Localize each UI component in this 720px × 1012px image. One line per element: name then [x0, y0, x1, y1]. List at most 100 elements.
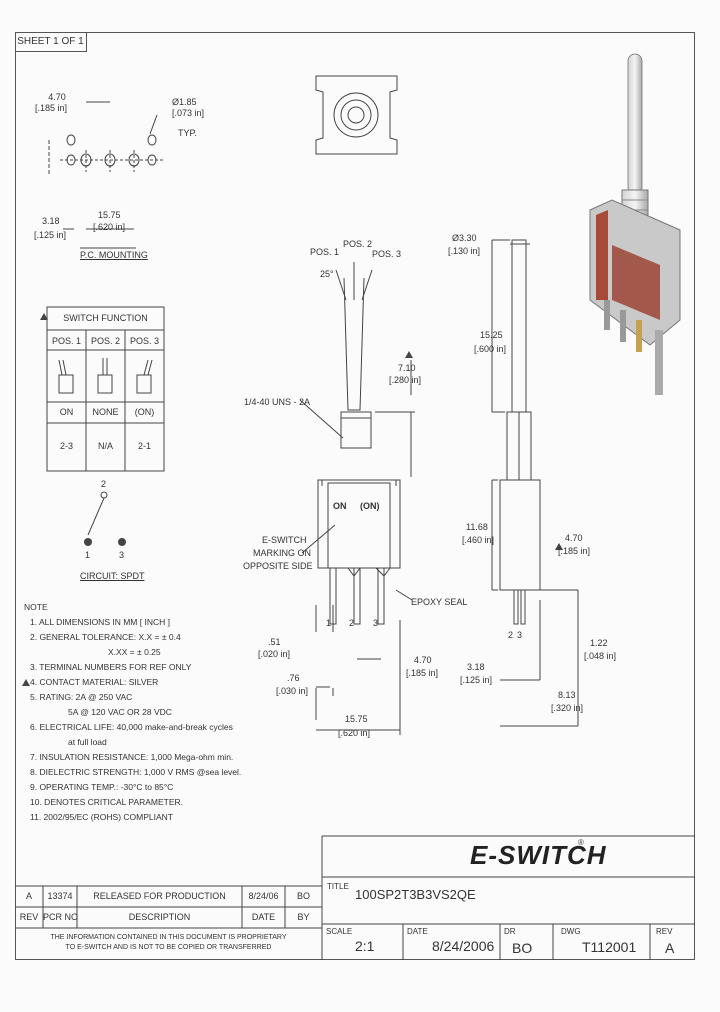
note-9: 9. OPERATING TEMP.: -30°C to 85°C [30, 782, 174, 792]
sv-d122: 1.22 [590, 638, 608, 648]
switch-function-title: SWITCH FUNCTION [63, 313, 148, 323]
note-2: 2. GENERAL TOLERANCE: X.X = ± 0.4 [30, 632, 181, 642]
sf-terminal-1: 2-3 [59, 441, 73, 451]
scale-value: 2:1 [355, 938, 375, 954]
note-6b: at full load [68, 737, 107, 747]
rev-label: REV [656, 927, 673, 936]
disclaimer-1: THE INFORMATION CONTAINED IN THIS DOCUME… [50, 934, 287, 941]
dr-value: BO [512, 940, 533, 956]
pc-dim-hole-note: TYP. [178, 128, 197, 138]
fv-t2: 2 [349, 618, 355, 628]
sv-d813-in: [.320 in] [551, 703, 584, 713]
fv-epoxy: EPOXY SEAL [411, 597, 468, 607]
sf-terminal-2: N/A [97, 441, 113, 451]
side-view [491, 239, 579, 727]
sv-d1168: 11.68 [466, 522, 488, 532]
title-label: TITLE [327, 882, 349, 891]
rev-header-desc: DESCRIPTION [128, 912, 191, 922]
note-8: 8. DIELECTRIC STRENGTH: 1,000 V RMS @sea… [30, 767, 242, 777]
fv-d51: .51 [268, 637, 281, 647]
rev-header-by: BY [297, 912, 310, 922]
sf-function-3: (ON) [134, 407, 155, 417]
note-6: 6. ELECTRICAL LIFE: 40,000 make-and-brea… [30, 722, 233, 732]
sv-d1525-in: [.600 in] [474, 344, 507, 354]
scale-label: SCALE [326, 927, 353, 936]
fv-marking-2: MARKING ON [253, 548, 312, 558]
sf-function-1: ON [59, 407, 74, 417]
sv-d1525: 15.25 [480, 330, 503, 340]
fv-d76: .76 [287, 673, 300, 683]
pc-dim-bottom-in: [.620 in] [93, 222, 126, 232]
pc-mounting-holes [48, 101, 165, 249]
note-11: 11. 2002/95/EC (ROHS) COMPLIANT [30, 812, 173, 822]
critical-markers [22, 313, 563, 686]
fv-d470: 4.70 [414, 655, 432, 665]
pc-dim-top: 4.70 [48, 92, 66, 102]
pc-dim-bottom: 15.75 [98, 210, 121, 220]
disclaimer-2: TO E-SWITCH AND IS NOT TO BE COPIED OR T… [65, 944, 272, 951]
fv-pos3: POS. 3 [372, 249, 402, 259]
sv-t3: 3 [517, 630, 523, 640]
pc-dim-top-in: [.185 in] [35, 103, 68, 113]
sv-t2: 2 [508, 630, 514, 640]
fv-marking-3: OPPOSITE SIDE [243, 561, 313, 571]
circuit-terminal-3: 3 [119, 550, 125, 560]
date-value: 8/24/2006 [432, 938, 495, 954]
fv-pos1: POS. 1 [310, 247, 340, 257]
rev-value: A [665, 940, 675, 956]
title-block-lines [15, 835, 695, 960]
note-2b: X.XX = ± 0.25 [108, 647, 161, 657]
brand-logo: E-SWITCH [470, 840, 607, 870]
fv-d470-in: [.185 in] [406, 668, 439, 678]
pc-dim-hole-in: [.073 in] [172, 108, 205, 118]
fv-d51-in: [.020 in] [258, 649, 291, 659]
note-heading: NOTE [24, 602, 48, 612]
top-view [315, 75, 398, 155]
note-4: 4. CONTACT MATERIAL: SILVER [30, 677, 159, 687]
dr-label: DR [504, 927, 516, 936]
dwg-label: DWG [561, 927, 581, 936]
sf-header-3: POS. 3 [129, 336, 159, 346]
pc-dim-left-in: [.125 in] [34, 230, 67, 240]
note-1: 1. ALL DIMENSIONS IN MM [ INCH ] [30, 617, 170, 627]
pc-dim-hole: Ø1.85 [172, 97, 197, 107]
sheet-number: SHEET 1 OF 1 [15, 32, 87, 52]
fv-face-on: ON [333, 501, 347, 511]
fv-thread: 1/4-40 UNS - 2A [244, 397, 311, 407]
title-value: 100SP2T3B3VS2QE [355, 887, 476, 902]
fv-angle: 25° [320, 269, 334, 279]
pc-dim-left: 3.18 [42, 216, 60, 226]
rev-row-date: 8/24/06 [248, 891, 279, 901]
sv-d813: 8.13 [558, 690, 576, 700]
circuit-diagram [84, 491, 126, 546]
fv-face-onm: (ON) [360, 501, 380, 511]
note-10: 10. DENOTES CRITICAL PARAMETER. [30, 797, 184, 807]
front-view [299, 262, 415, 735]
sf-function-2: NONE [92, 407, 119, 417]
sv-d1168-in: [.460 in] [462, 535, 495, 545]
sv-dia: Ø3.30 [452, 233, 477, 243]
rev-row-pcr: 13374 [47, 891, 73, 901]
note-5b: 5A @ 120 VAC OR 28 VDC [68, 707, 172, 717]
drawing-frame [15, 32, 695, 960]
fv-d1575: 15.75 [345, 714, 368, 724]
circuit-label: CIRCUIT: SPDT [80, 571, 145, 581]
fv-t1: 1 [326, 618, 332, 628]
date-label: DATE [407, 927, 428, 936]
rev-row-by: BO [296, 891, 310, 901]
fv-d1575-in: [.620 in] [338, 728, 371, 738]
brand-mark: ® [578, 838, 584, 847]
sf-terminal-3: 2-1 [137, 441, 151, 451]
pc-mounting-title: P.C. MOUNTING [80, 250, 148, 260]
sv-d318: 3.18 [467, 662, 485, 672]
rev-header-rev: REV [19, 912, 39, 922]
circuit-terminal-2: 2 [101, 479, 107, 489]
dwg-value: T112001 [582, 939, 637, 955]
note-5: 5. RATING: 2A @ 250 VAC [30, 692, 133, 702]
switch-function-table [46, 306, 165, 472]
sf-header-1: POS. 1 [51, 336, 81, 346]
fv-lever-len-in: [.280 in] [389, 375, 422, 385]
sv-d470: 4.70 [565, 533, 583, 543]
fv-pos2: POS. 2 [343, 239, 373, 249]
